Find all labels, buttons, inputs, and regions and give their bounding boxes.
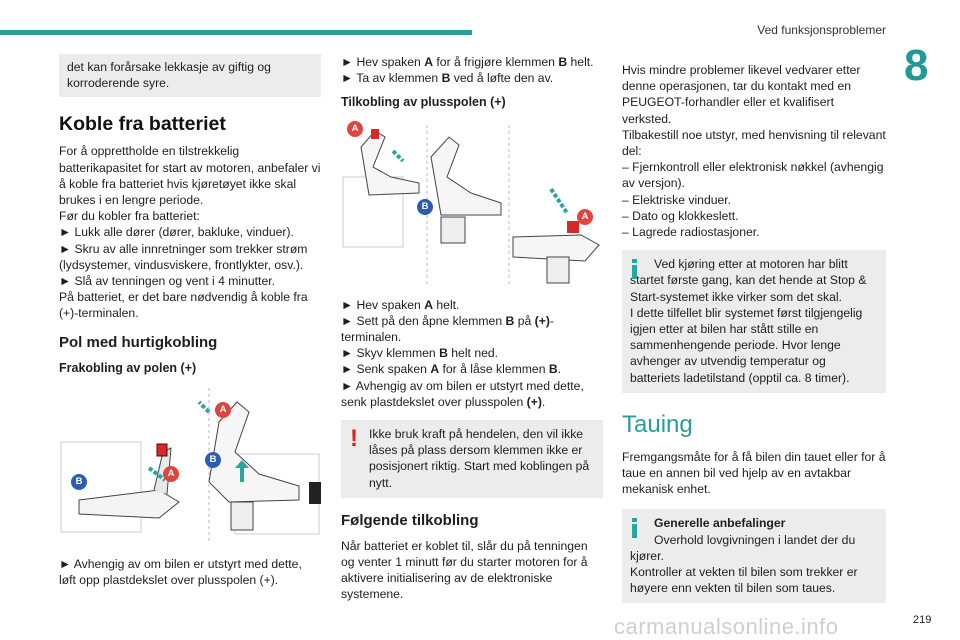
warning-icon: ! <box>350 425 358 453</box>
paragraph: Fremgangsmåte for å få bilen din tauet e… <box>622 449 886 497</box>
info-text: I dette tilfellet blir systemet først ti… <box>630 305 863 385</box>
battery-clamp-illustration-2: A B A <box>341 117 603 293</box>
column-left: det kan forårsake lekkasje av giftig og … <box>59 54 321 588</box>
intro-note-box: det kan forårsake lekkasje av giftig og … <box>59 54 321 98</box>
bullet-item: ► Ta av klemmen B ved å løfte den av. <box>341 71 554 86</box>
paragraph: På batteriet, er det bare nødvendig å ko… <box>59 290 308 321</box>
dash-item: – Elektriske vinduer. <box>622 192 732 207</box>
info-icon <box>632 259 637 280</box>
heading-tauing: Tauing <box>622 410 693 438</box>
intro-note-text: det kan forårsake lekkasje av giftig og … <box>67 60 271 91</box>
clamp-diagram-svg <box>60 387 321 542</box>
bullet-item: ► Avhengig av om bilen er utstyrt med de… <box>59 556 302 588</box>
info-title: Generelle anbefalinger <box>654 516 786 531</box>
info-text: Overhold lovgivningen i landet der du kj… <box>630 532 856 563</box>
label-a-callout: A <box>163 465 179 482</box>
heading-koble-fra-batteriet: Koble fra batteriet <box>59 113 226 136</box>
bullet-item: ► Hev spaken A for å frigjøre klemmen B … <box>341 55 594 69</box>
bullet-item: ► Skyv klemmen B helt ned. <box>341 346 499 361</box>
section-title: Ved funksjonsproblemer <box>757 23 886 37</box>
label-a-callout: A <box>215 401 231 418</box>
heading-pol-med-hurtigkobling: Pol med hurtigkobling <box>59 333 218 351</box>
paragraph: Hvis mindre problemer likevel vedvarer e… <box>622 63 861 126</box>
paragraph: Før du kobler fra batteriet: <box>59 209 200 224</box>
bullet-item: ► Senk spaken A for å låse klemmen B. <box>341 362 562 377</box>
info-box-anbefalinger: Generelle anbefalinger Overhold lovgivni… <box>622 509 886 604</box>
watermark-text: carmanualsonline.info <box>614 614 839 639</box>
dash-item: – Dato og klokkeslett. <box>622 208 739 223</box>
bullet-item: ► Sett på den åpne klemmen B på (+)-term… <box>341 313 554 345</box>
dash-item: – Lagrede radiostasjoner. <box>622 225 760 240</box>
bullet-item: ► Hev spaken A helt. <box>341 297 460 312</box>
bullet-item: ► Avhengig av om bilen er utstyrt med de… <box>341 378 584 409</box>
label-a-callout: A <box>577 208 593 225</box>
bullet-item: ► Slå av tenningen og vent i 4 minutter. <box>59 274 275 289</box>
column-right: Hvis mindre problemer likevel vedvarer e… <box>622 62 886 604</box>
bullet-item: ► Skru av alle innretninger som trekker … <box>59 241 308 272</box>
heading-frakobling: Frakobling av polen (+) <box>59 360 197 375</box>
paragraph: For å opprettholde en tilstrekkelig batt… <box>59 144 321 208</box>
info-text: Kontroller at vekten til bilen som trekk… <box>630 565 858 596</box>
info-text: Ved kjøring etter at motoren har blitt s… <box>630 257 867 304</box>
label-b-callout: B <box>417 198 433 215</box>
heading-folgende-tilkobling: Følgende tilkobling <box>341 511 479 529</box>
label-a-callout: A <box>347 120 363 137</box>
clamp-diagram-svg <box>342 124 600 287</box>
paragraph: Tilbakestill noe utstyr, med henvisning … <box>622 127 886 159</box>
heading-tilkobling: Tilkobling av plusspolen (+) <box>341 95 506 110</box>
info-box-stop-start: Ved kjøring etter at motoren har blitt s… <box>622 250 886 393</box>
dash-item: – Fjernkontroll eller elektronisk nøkkel… <box>622 160 884 191</box>
page-number: 219 <box>913 614 932 626</box>
chapter-number: 8 <box>904 41 929 90</box>
column-middle: ► Hev spaken A for å frigjøre klemmen B … <box>341 54 603 603</box>
header-accent-bar <box>0 30 472 35</box>
label-b-callout: B <box>71 473 87 490</box>
paragraph: Når batteriet er koblet til, slår du på … <box>341 538 588 602</box>
info-icon <box>632 518 637 539</box>
warning-text: Ikke bruk kraft på hendelen, den vil ikk… <box>369 427 590 490</box>
warning-box: ! Ikke bruk kraft på hendelen, den vil i… <box>341 420 603 498</box>
bullet-item: ► Lukk alle dører (dører, bakluke, vindu… <box>59 225 294 240</box>
label-b-callout: B <box>205 451 221 468</box>
battery-clamp-illustration-1: A B A B <box>59 382 321 550</box>
